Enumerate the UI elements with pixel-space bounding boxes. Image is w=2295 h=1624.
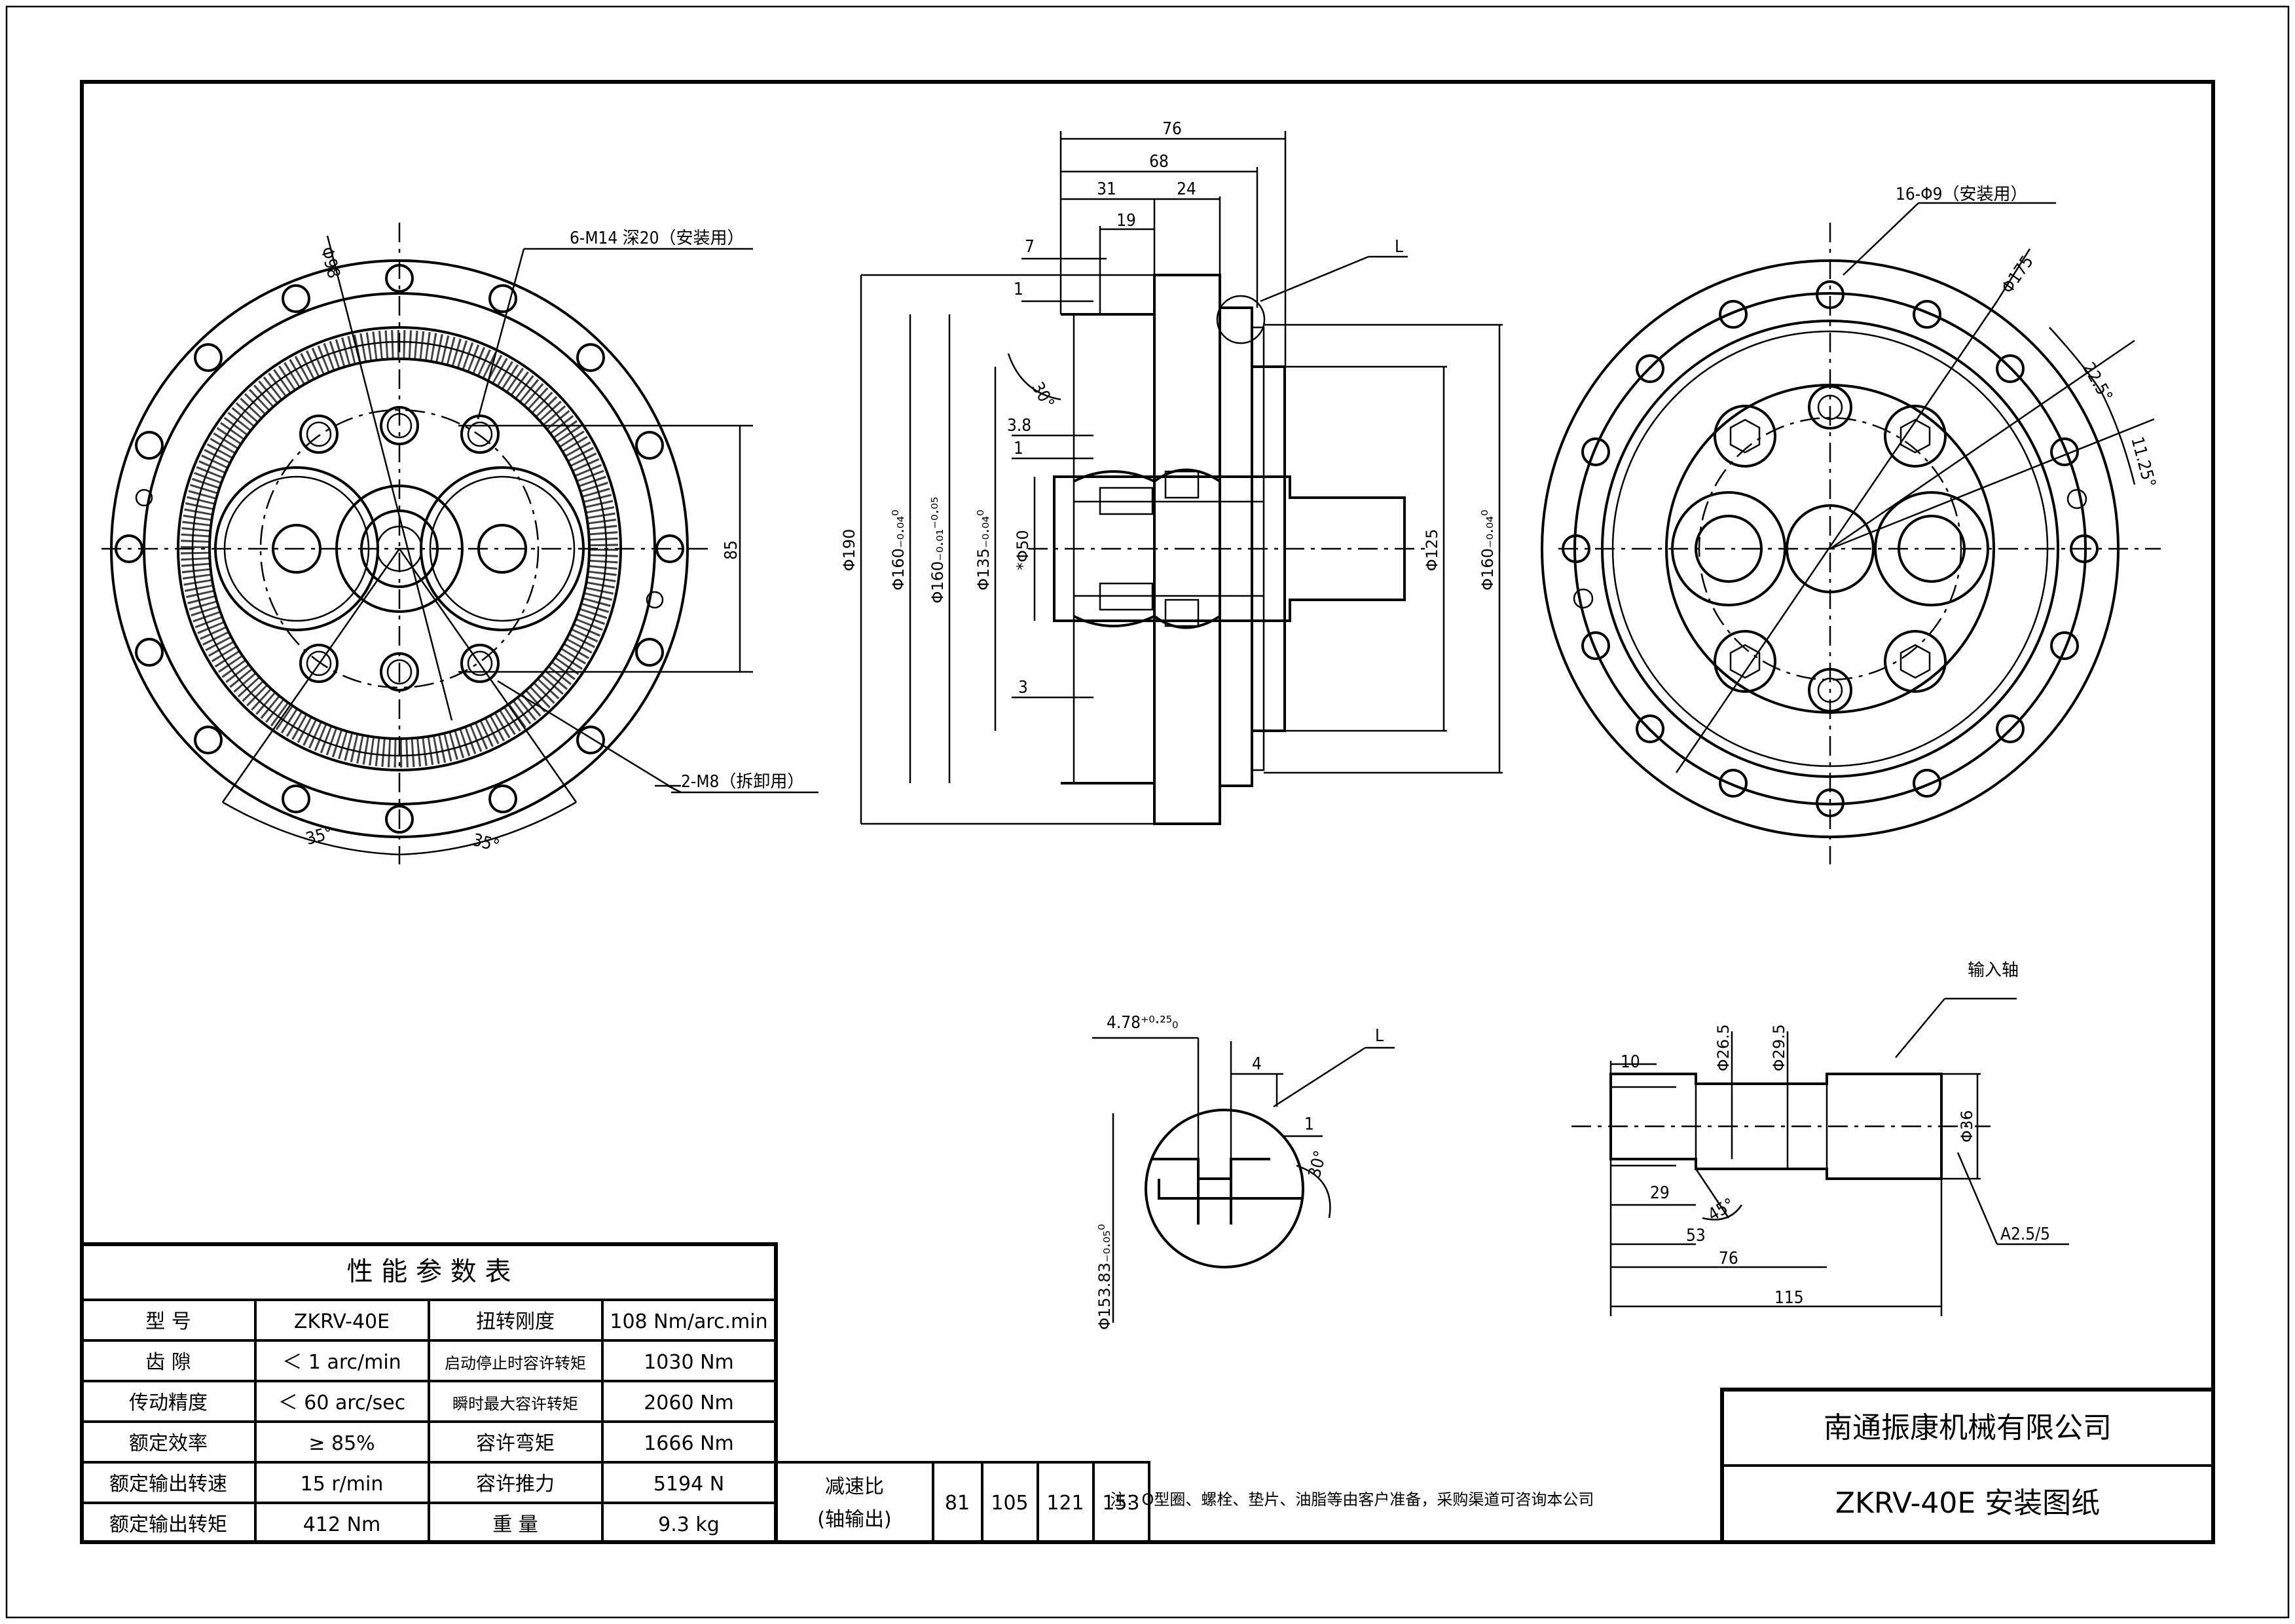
detail-view: [1092, 1037, 1395, 1323]
spec-table-grid: [80, 1242, 2215, 1544]
angle-right: 35°: [470, 830, 502, 857]
dia-160b: Φ160₋₀.₀₁⁻⁰·⁰⁵: [928, 496, 947, 603]
dim-76-shaft: 76: [1719, 1249, 1738, 1268]
table-cell: 9.3 kg: [658, 1513, 720, 1536]
dim-68: 68: [1149, 152, 1169, 172]
angle-30: 30°: [1027, 379, 1058, 413]
drawing-title: ZKRV-40E 安装图纸: [1835, 1486, 2100, 1520]
dia-36: Φ36: [1958, 1110, 1976, 1142]
table-cell: 1666 Nm: [644, 1432, 734, 1455]
label-L-detail: L: [1375, 1026, 1384, 1046]
dim-31: 31: [1097, 179, 1116, 199]
dia-153-83: Φ153.83₋₀.₀₅⁰: [1095, 1224, 1114, 1330]
dia-160c: Φ160₋₀.₀₄⁰: [1478, 509, 1497, 590]
dia-26-5: Φ26.5: [1714, 1024, 1733, 1071]
callout-mounting-holes: 6-M14 深20（安装用）: [570, 229, 744, 248]
dia-50: *Φ50: [1014, 530, 1032, 570]
dim-3-8: 3.8: [1007, 416, 1031, 435]
table-cell: ＜ 1 arc/min: [282, 1351, 401, 1374]
flange-holes-left: [115, 264, 684, 834]
flange-holes-right: [1562, 280, 2099, 817]
input-shaft-label: 输入轴: [1968, 961, 2019, 980]
table-cell: 传动精度: [129, 1392, 208, 1414]
table-cell: 2060 Nm: [644, 1392, 734, 1414]
table-cell: 15 r/min: [301, 1473, 384, 1496]
note-text: 注：O型圈、螺栓、垫片、油脂等由客户准备，采购渠道可咨询本公司: [1111, 1490, 1594, 1509]
dim-1-detail: 1: [1304, 1115, 1314, 1134]
table-cell: 容许弯矩: [476, 1432, 555, 1455]
table-cell: 容许推力: [476, 1473, 555, 1496]
dia-190: Φ190: [840, 529, 858, 572]
ratio-value: 105: [991, 1492, 1028, 1515]
table-cell: 额定输出转矩: [109, 1513, 227, 1536]
section-view: [860, 131, 1503, 825]
dim-4: 4: [1252, 1054, 1262, 1074]
right-rear-view: [1541, 202, 2161, 864]
table-cell: 412 Nm: [303, 1513, 380, 1536]
dim-115: 115: [1774, 1288, 1804, 1308]
table-cell: 1030 Nm: [644, 1351, 734, 1374]
hatched-ring: [181, 330, 618, 767]
angle-22-5: 22.5°: [2078, 360, 2116, 405]
dim-1: 1: [1014, 280, 1023, 299]
table-cell: ≥ 85%: [308, 1432, 375, 1455]
dim-3: 3: [1018, 678, 1028, 697]
dia-29-5: Φ29.5: [1770, 1024, 1788, 1071]
table-cell: 额定输出转速: [109, 1473, 227, 1496]
left-front-view: [101, 223, 818, 864]
table-cell: 108 Nm/arc.min: [610, 1310, 767, 1333]
table-cell: 5194 N: [653, 1473, 724, 1496]
company-name: 南通振康机械有限公司: [1824, 1411, 2112, 1445]
dia-175: Φ175: [1998, 252, 2038, 297]
table-cell: 额定效率: [129, 1432, 208, 1455]
dim-4-78: 4.78⁺⁰·²⁵₀: [1107, 1013, 1178, 1033]
label-L: L: [1395, 237, 1403, 257]
dim-76: 76: [1162, 119, 1182, 139]
ratio-value: 153: [1102, 1492, 1139, 1515]
ratio-label-sub: (轴输出): [817, 1508, 891, 1531]
ratio-label: 减速比: [825, 1475, 884, 1498]
dim-53: 53: [1686, 1226, 1706, 1246]
dim-29: 29: [1650, 1183, 1670, 1203]
table-cell: 齿 隙: [145, 1351, 191, 1374]
table-cell: ＜ 60 arc/sec: [278, 1392, 406, 1414]
chamfer-label: A2.5/5: [2000, 1225, 2050, 1244]
dia-125: Φ125: [1423, 529, 1441, 572]
dia-135: Φ135₋₀.₀₄⁰: [974, 509, 993, 590]
ratio-value: 121: [1046, 1492, 1084, 1515]
dia-pcd-label: Φ98: [316, 245, 343, 280]
angle-45: 45°: [1705, 1194, 1738, 1225]
dim-85: 85: [722, 540, 741, 560]
dim-10: 10: [1621, 1052, 1640, 1072]
dim-19: 19: [1116, 211, 1136, 231]
callout-removal-holes: 2-M8（拆卸用）: [681, 772, 804, 792]
dia-160a: Φ160₋₀.₀₄⁰: [889, 509, 908, 590]
table-cell: 扭转刚度: [476, 1310, 555, 1333]
dim-24: 24: [1177, 179, 1196, 199]
table-title: 性 能 参 数 表: [347, 1257, 511, 1287]
input-shaft-view: [1571, 997, 2069, 1316]
ratio-value: 81: [945, 1492, 970, 1515]
angle-11-25: 11.25°: [2127, 435, 2159, 490]
table-cell: 瞬时最大容许转矩: [452, 1395, 578, 1413]
table-cell: 启动停止时容许转矩: [445, 1354, 586, 1373]
table-cell: 型 号: [145, 1310, 191, 1333]
callout-mounting-holes-right: 16-Φ9（安装用）: [1896, 185, 2028, 204]
dim-7: 7: [1025, 237, 1035, 257]
table-cell: ZKRV-40E: [294, 1310, 390, 1333]
table-cell: 重 量: [492, 1513, 538, 1536]
dim-1b: 1: [1014, 439, 1023, 458]
angle-30-detail: 30°: [1305, 1149, 1331, 1180]
outer-border: [5, 5, 2290, 1619]
